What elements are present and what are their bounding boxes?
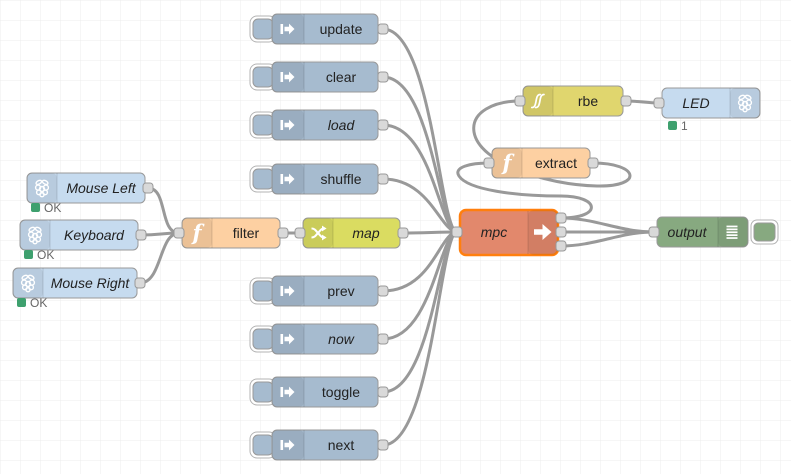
wire-mpc3-output[interactable] bbox=[559, 230, 656, 248]
output-port[interactable] bbox=[377, 285, 389, 297]
node-extract[interactable]: f extract bbox=[483, 147, 599, 179]
output-port-1[interactable] bbox=[555, 212, 567, 224]
input-port[interactable] bbox=[653, 97, 665, 109]
node-label: mpc bbox=[481, 224, 507, 240]
node-status: OK bbox=[17, 296, 47, 310]
input-port[interactable] bbox=[514, 95, 526, 107]
inject-button-face[interactable] bbox=[252, 381, 274, 403]
node-label: clear bbox=[326, 69, 357, 85]
status-label: OK bbox=[44, 201, 61, 215]
icon-region bbox=[182, 218, 212, 248]
output-port[interactable] bbox=[377, 23, 389, 35]
node-rbe[interactable]: rbe bbox=[514, 85, 632, 117]
input-port[interactable] bbox=[451, 226, 463, 238]
node-label: extract bbox=[535, 155, 577, 171]
input-port[interactable] bbox=[294, 227, 306, 239]
icon-region bbox=[13, 268, 43, 298]
node-keyboard[interactable]: Keyboard OK bbox=[19, 219, 147, 262]
inject-button-face[interactable] bbox=[252, 18, 274, 40]
node-shuffle[interactable]: shuffle bbox=[249, 163, 389, 195]
inject-button-face[interactable] bbox=[252, 66, 274, 88]
input-port[interactable] bbox=[648, 226, 660, 238]
node-label: next bbox=[328, 437, 355, 453]
node-label: map bbox=[352, 225, 379, 241]
node-label: Keyboard bbox=[64, 227, 125, 243]
status-indicator bbox=[24, 250, 33, 259]
node-label: now bbox=[328, 331, 355, 347]
input-port[interactable] bbox=[173, 227, 185, 239]
inject-button-face[interactable] bbox=[252, 434, 274, 456]
node-label: rbe bbox=[578, 93, 598, 109]
node-filter[interactable]: f filter bbox=[173, 217, 289, 249]
output-port-2[interactable] bbox=[555, 226, 567, 238]
node-label: load bbox=[328, 117, 356, 133]
node-label: Mouse Right bbox=[51, 275, 131, 291]
inject-button-face[interactable] bbox=[252, 328, 274, 350]
output-port[interactable] bbox=[587, 157, 599, 169]
node-label: prev bbox=[327, 283, 354, 299]
wires bbox=[138, 27, 661, 447]
node-mpc[interactable]: mpc bbox=[451, 208, 567, 257]
node-label: shuffle bbox=[321, 171, 362, 187]
node-status: OK bbox=[31, 201, 61, 215]
node-label: update bbox=[320, 21, 363, 37]
node-map[interactable]: map bbox=[294, 217, 409, 249]
status-indicator bbox=[668, 121, 677, 130]
node-next[interactable]: next bbox=[249, 429, 389, 461]
node-prev[interactable]: prev bbox=[249, 275, 389, 307]
icon-region bbox=[730, 88, 760, 118]
input-port[interactable] bbox=[483, 157, 495, 169]
node-status: OK bbox=[24, 248, 54, 262]
output-port-3[interactable] bbox=[555, 240, 567, 252]
output-port[interactable] bbox=[134, 277, 146, 289]
node-label: filter bbox=[233, 225, 260, 241]
node-load[interactable]: load bbox=[249, 109, 389, 141]
wire-map-mpc[interactable] bbox=[401, 230, 459, 235]
node-update[interactable]: update bbox=[249, 13, 389, 45]
wire-load-mpc[interactable] bbox=[381, 123, 459, 234]
icon-region bbox=[20, 220, 50, 250]
node-label: toggle bbox=[322, 384, 360, 400]
status-indicator bbox=[31, 203, 40, 212]
output-port[interactable] bbox=[135, 229, 147, 241]
node-mouse-left[interactable]: Mouse Left OK bbox=[26, 172, 154, 215]
inject-button-face[interactable] bbox=[252, 114, 274, 136]
node-output[interactable]: output bbox=[648, 216, 779, 248]
wire-next-mpc[interactable] bbox=[381, 230, 459, 447]
node-mouse-right[interactable]: Mouse Right OK bbox=[12, 267, 146, 310]
output-port[interactable] bbox=[377, 386, 389, 398]
output-port[interactable] bbox=[377, 71, 389, 83]
output-port[interactable] bbox=[397, 227, 409, 239]
output-port[interactable] bbox=[377, 439, 389, 451]
output-port[interactable] bbox=[377, 173, 389, 185]
node-label: LED bbox=[682, 95, 709, 111]
node-status: 1 bbox=[668, 119, 688, 133]
icon-region bbox=[523, 86, 553, 116]
node-label: Mouse Left bbox=[66, 180, 136, 196]
wire-mpc1-extract[interactable] bbox=[456, 161, 593, 220]
output-port[interactable] bbox=[377, 333, 389, 345]
output-port[interactable] bbox=[142, 182, 154, 194]
inject-button-face[interactable] bbox=[252, 280, 274, 302]
node-toggle[interactable]: toggle bbox=[249, 376, 389, 408]
node-now[interactable]: now bbox=[249, 323, 389, 355]
status-indicator bbox=[17, 298, 26, 307]
node-label: output bbox=[668, 224, 708, 240]
output-port[interactable] bbox=[377, 119, 389, 131]
status-label: OK bbox=[37, 248, 54, 262]
status-label: OK bbox=[30, 296, 47, 310]
debug-toggle-face[interactable] bbox=[753, 222, 776, 242]
inject-button-face[interactable] bbox=[252, 168, 274, 190]
output-port[interactable] bbox=[620, 95, 632, 107]
icon-region bbox=[492, 148, 522, 178]
icon-region bbox=[27, 173, 57, 203]
node-clear[interactable]: clear bbox=[249, 61, 389, 93]
output-port[interactable] bbox=[277, 227, 289, 239]
status-label: 1 bbox=[681, 119, 688, 133]
node-led[interactable]: LED 1 bbox=[653, 87, 761, 133]
